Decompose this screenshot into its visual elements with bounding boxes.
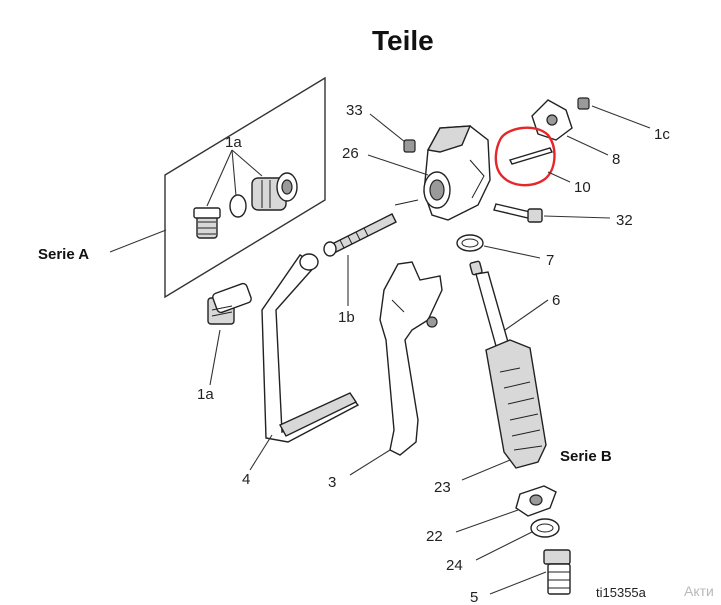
label-33: 33 (346, 102, 363, 119)
label-10: 10 (574, 179, 591, 196)
page-title: Teile (372, 25, 434, 56)
part-5-fitting (543, 549, 571, 595)
part-6-tube (469, 260, 509, 347)
label-5: 5 (470, 589, 478, 605)
label-1a-top: 1a (225, 134, 242, 151)
part-1b-needle (323, 199, 419, 257)
part-10-pin (509, 147, 553, 165)
serie-a-inset: 1a (164, 76, 326, 299)
part-22-tag (515, 485, 557, 517)
watermark-text: Акти (684, 583, 714, 599)
part-8-cap (531, 99, 573, 141)
highlight-circle (494, 126, 556, 187)
label-24: 24 (446, 557, 463, 574)
part-1a-fitting (207, 282, 252, 325)
part-7-ring (456, 234, 484, 252)
serie-b-label: Serie B (560, 448, 612, 465)
label-3: 3 (328, 474, 336, 491)
part-3-trigger (379, 261, 443, 456)
label-22: 22 (426, 528, 443, 545)
label-4: 4 (242, 471, 250, 488)
label-1a-bottom: 1a (197, 386, 214, 403)
label-23: 23 (434, 479, 451, 496)
inset-adapter (251, 172, 298, 211)
part-4-guard (261, 253, 360, 443)
part-32-bolt (493, 203, 543, 223)
label-6: 6 (552, 292, 560, 309)
label-7: 7 (546, 252, 554, 269)
label-26: 26 (342, 145, 359, 162)
inset-o-ring (229, 194, 247, 218)
label-1b: 1b (338, 309, 355, 326)
part-33-nut (403, 139, 416, 153)
part-24-washer (530, 518, 560, 538)
reference-code: ti15355a (596, 585, 647, 600)
part-1c-screw (577, 97, 590, 110)
label-32: 32 (616, 212, 633, 229)
serie-a-label: Serie A (38, 246, 89, 263)
inset-fitting (193, 207, 221, 239)
label-1c: 1c (654, 126, 670, 143)
label-8: 8 (612, 151, 620, 168)
part-26-gun-body (423, 125, 491, 221)
part-23-handle (485, 339, 547, 469)
